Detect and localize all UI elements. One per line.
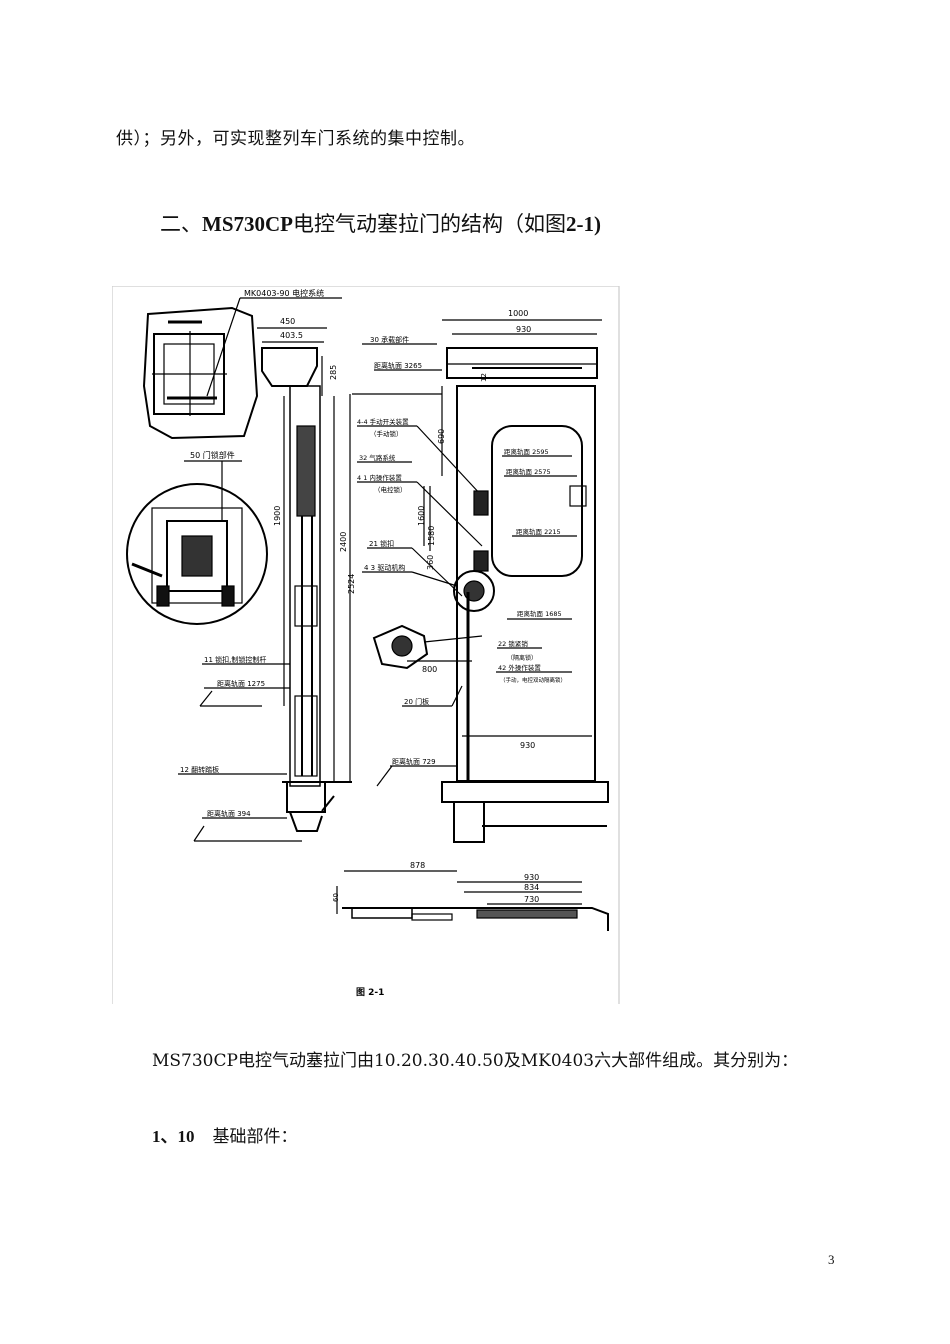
rail-394: 距离轨面 394 xyxy=(207,809,251,818)
subheading-text: 基础部件： xyxy=(212,1127,298,1147)
dim-360: 360 xyxy=(426,555,435,570)
heading-prefix: 二、 xyxy=(160,212,202,236)
dim-930-mid: 930 xyxy=(520,741,535,750)
figure-2-1: MK0403-90 电控系统 50 门锁部件 450 403.5 285 190… xyxy=(112,286,620,1004)
label-22b: （隔离锁） xyxy=(507,654,537,662)
label-11: 11 锁扣,制锁控制杆 xyxy=(204,655,266,664)
dim-450: 450 xyxy=(280,317,295,326)
section-heading: 二、MS730CP电控气动塞拉门的结构（如图2-1) xyxy=(160,208,601,238)
dim-60: 60 xyxy=(332,893,340,902)
label-21: 21 锁扣 xyxy=(369,539,394,548)
label-32: 32 气路系统 xyxy=(359,453,396,462)
dim-878: 878 xyxy=(410,861,425,870)
label-50: 50 门锁部件 xyxy=(190,450,235,460)
dim-2400: 2400 xyxy=(339,532,348,552)
dim-1600: 1600 xyxy=(417,506,426,526)
label-41: 4 1 内操作装置 xyxy=(357,473,402,482)
label-44: 4-4 手动开关装置 xyxy=(357,417,409,426)
rail-2575: 距离轨面 2575 xyxy=(506,467,551,476)
dim-1580: 1580 xyxy=(427,526,436,546)
dim-730: 730 xyxy=(524,895,539,904)
dim-2524: 2524 xyxy=(347,574,356,594)
heading-figure-ref: 2-1) xyxy=(566,212,601,236)
body-text-line: 供）；另外，可实现整列车门系统的集中控制。 xyxy=(116,129,475,149)
label-44b: （手动锁） xyxy=(370,429,403,438)
label-22: 22 锁紧销 xyxy=(498,639,528,648)
rail-2215: 距离轨面 2215 xyxy=(516,527,561,536)
dim-1900: 1900 xyxy=(273,506,282,526)
label-43: 4 3 驱动机构 xyxy=(364,563,405,572)
label-41b: （电控锁） xyxy=(374,485,407,494)
dim-403-5: 403.5 xyxy=(280,331,303,340)
body-paragraph: MS730CP电控气动塞拉门由10.20.30.40.50及MK0403六大部件… xyxy=(152,1051,799,1071)
rail-1685: 距离轨面 1685 xyxy=(517,609,562,618)
dim-285: 285 xyxy=(329,365,338,380)
page-number: 3 xyxy=(828,1252,835,1267)
dim-930-top: 930 xyxy=(516,325,531,334)
rail-729: 距离轨面 729 xyxy=(392,757,436,766)
rail-1275: 距离轨面 1275 xyxy=(217,679,265,688)
figure-caption: 图 2-1 xyxy=(356,987,384,998)
dim-834: 834 xyxy=(524,883,539,892)
dim-690: 690 xyxy=(437,429,446,444)
label-mk0403: MK0403-90 电控系统 xyxy=(244,288,324,298)
door-structure-drawing: MK0403-90 电控系统 50 门锁部件 450 403.5 285 190… xyxy=(112,286,620,1004)
rail-3265: 距离轨面 3265 xyxy=(374,361,422,370)
subheading: 1、10 基础部件： xyxy=(152,1122,298,1147)
subheading-number: 1、10 xyxy=(152,1127,195,1146)
dim-800: 800 xyxy=(422,665,437,674)
dim-930-bottom: 930 xyxy=(524,873,539,882)
rail-2595: 距离轨面 2595 xyxy=(504,447,549,456)
label-12: 12 翻转踏板 xyxy=(180,765,219,774)
label-30: 30 承载部件 xyxy=(370,335,409,344)
heading-model: MS730CP xyxy=(202,212,293,236)
dim-12: 12 xyxy=(480,373,488,382)
heading-main: 电控气动塞拉门的结构（如图 xyxy=(293,212,566,236)
label-42: 42 外操作装置 xyxy=(498,663,541,672)
label-42b: （手动，电控双动隔离锁） xyxy=(500,676,566,684)
label-20: 20 门板 xyxy=(404,697,429,706)
dim-1000: 1000 xyxy=(508,309,528,318)
